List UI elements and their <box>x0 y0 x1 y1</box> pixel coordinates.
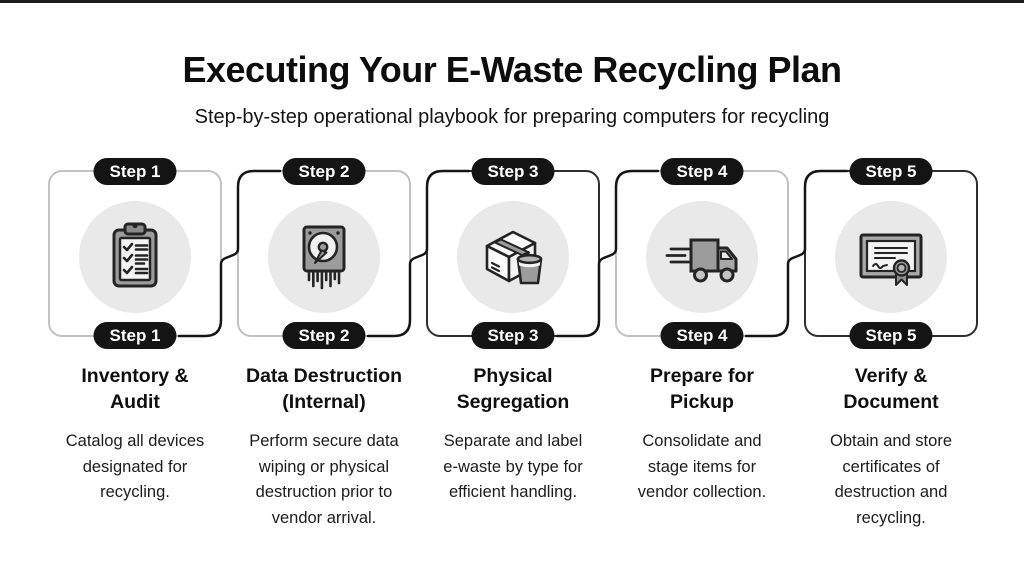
connector-line-3-4 <box>555 169 660 338</box>
step-column-4: Step 4 Step 4 Prepare for Pickup Consoli… <box>608 150 797 572</box>
step-column-1: Step 1 Step 1 Inventory & Audit Catalog … <box>41 150 230 572</box>
top-border-strip <box>0 0 1024 3</box>
step-icon-circle <box>835 201 947 313</box>
step-title: Prepare for Pickup <box>649 365 755 413</box>
step-badge-top: Step 2 <box>282 158 366 185</box>
page-subtitle: Step-by-step operational playbook for pr… <box>194 106 830 128</box>
step-column-5: Step 5 Step 5 Verify & Document Obtain a… <box>797 150 986 572</box>
step-badge-bottom: Step 2 <box>282 322 366 349</box>
step-badge-top: Step 1 <box>93 158 177 185</box>
step-badge-top: Step 5 <box>849 158 933 185</box>
step-description: Catalog all devices designated for recyc… <box>65 432 205 501</box>
step-badge-top: Step 4 <box>660 158 744 185</box>
step-icon-circle <box>268 201 380 313</box>
step-icon-circle <box>646 201 758 313</box>
step-badge-bottom: Step 4 <box>660 322 744 349</box>
step-column-3: Step 3 Step 3 Physical Segregati <box>419 150 608 572</box>
step-icon-circle <box>457 201 569 313</box>
hard-drive-shredder-icon <box>302 225 346 290</box>
box-and-bin-icon <box>485 230 543 285</box>
step-badge-top: Step 3 <box>471 158 555 185</box>
step-title: Verify & Document <box>843 365 939 413</box>
step-icon-circle <box>79 201 191 313</box>
certificate-icon <box>859 233 923 286</box>
step-title: Data Destruction (Internal) <box>245 365 403 413</box>
step-column-2: Step 2 Step <box>230 150 419 572</box>
clipboard-checklist-icon <box>112 222 158 288</box>
step-badge-bottom: Step 1 <box>93 322 177 349</box>
step-description: Consolidate and stage items for vendor c… <box>637 432 767 501</box>
page-title: Executing Your E-Waste Recycling Plan <box>182 49 842 90</box>
step-description: Obtain and store certificates of destruc… <box>830 432 952 527</box>
step-badge-bottom: Step 3 <box>471 322 555 349</box>
step-description: Perform secure data wiping or physical d… <box>249 432 399 527</box>
step-title: Physical Segregation <box>456 365 570 413</box>
connector-line-4-5 <box>744 169 849 338</box>
connector-line-1-2 <box>177 169 282 338</box>
delivery-truck-icon <box>665 238 738 283</box>
connector-line-2-3 <box>366 169 471 338</box>
step-description: Separate and label e-waste by type for e… <box>443 432 583 501</box>
step-title: Inventory & Audit <box>81 365 189 413</box>
step-badge-bottom: Step 5 <box>849 322 933 349</box>
